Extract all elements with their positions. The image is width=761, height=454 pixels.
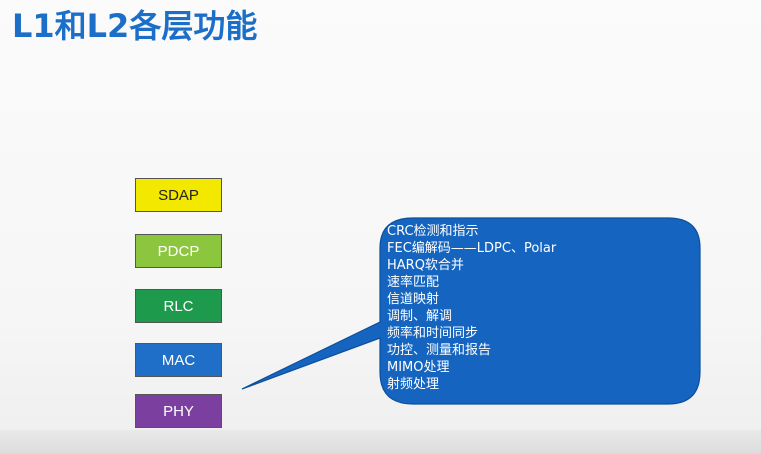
list-item: 射频处理	[387, 377, 440, 392]
list-item: HARQ软合并	[387, 258, 464, 273]
phy-function-list: CRC检测和指示 FEC编解码——LDPC、Polar HARQ软合并 速率匹配…	[387, 223, 687, 393]
list-item: MIMO处理	[387, 360, 450, 375]
list-item: 信道映射	[387, 292, 440, 307]
layer-label: RLC	[163, 297, 194, 315]
list-item: 速率匹配	[387, 275, 440, 290]
list-item: 调制、解调	[387, 309, 453, 324]
layer-label: SDAP	[158, 186, 199, 204]
layer-sdap: SDAP	[135, 178, 222, 212]
list-item: 功控、测量和报告	[387, 343, 492, 358]
list-item: 频率和时间同步	[387, 326, 479, 341]
layer-label: MAC	[161, 351, 196, 369]
layer-pdcp: PDCP	[135, 234, 222, 268]
layer-phy: PHY	[135, 394, 222, 428]
layer-mac: MAC	[135, 343, 222, 377]
list-item: FEC编解码——LDPC、Polar	[387, 241, 557, 256]
layer-label: PHY	[163, 402, 194, 420]
slide-title: L1和L2各层功能	[12, 7, 258, 45]
layer-label: PDCP	[157, 242, 200, 260]
list-item: CRC检测和指示	[387, 224, 479, 239]
layer-rlc: RLC	[135, 289, 222, 323]
callout-bubble	[241, 217, 701, 405]
bottom-band	[0, 430, 761, 454]
